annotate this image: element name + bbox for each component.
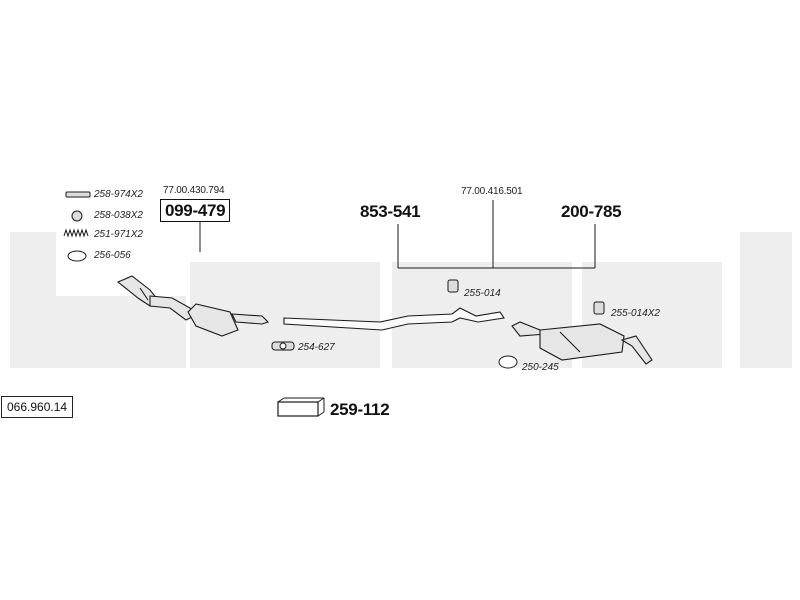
fitting-code: 254-627 — [298, 342, 335, 353]
accessory-code: 251-971X2 — [94, 229, 143, 240]
middle-pipe — [283, 307, 505, 331]
accessory-code: 258-038X2 — [94, 210, 143, 221]
hanger-255-014-icon — [447, 279, 459, 293]
fitting-code: 255-014 — [464, 288, 501, 299]
rubber-ring-icon — [71, 210, 83, 222]
catalog-number: 066.960.14 — [1, 396, 74, 418]
bosal-box-icon — [277, 397, 325, 417]
front-pipe-catalyst — [116, 275, 270, 337]
oem-ref-shared: 77.00.416.501 — [461, 186, 523, 197]
part-number-853-541: 853-541 — [360, 202, 421, 221]
oem-ref-front: 77.00.430.794 — [163, 185, 225, 196]
kit-number: 259-112 — [330, 400, 390, 419]
hanger-255-014x2-icon — [593, 301, 605, 315]
accessory-code: 256-056 — [94, 250, 131, 261]
part-number-200-785: 200-785 — [561, 202, 622, 221]
accessory-code: 258-974X2 — [94, 189, 143, 200]
gasket-ring-icon — [67, 250, 87, 262]
fitting-code: 255-014X2 — [611, 308, 660, 319]
clamp-strip-icon — [65, 191, 91, 198]
spring-icon — [63, 228, 89, 238]
rear-muffler — [511, 321, 653, 365]
clamp-254-627-icon — [271, 341, 295, 351]
clamp-250-245-icon — [498, 355, 518, 369]
part-number-099-479: 099-479 — [160, 199, 231, 222]
fitting-code: 250-245 — [522, 362, 559, 373]
